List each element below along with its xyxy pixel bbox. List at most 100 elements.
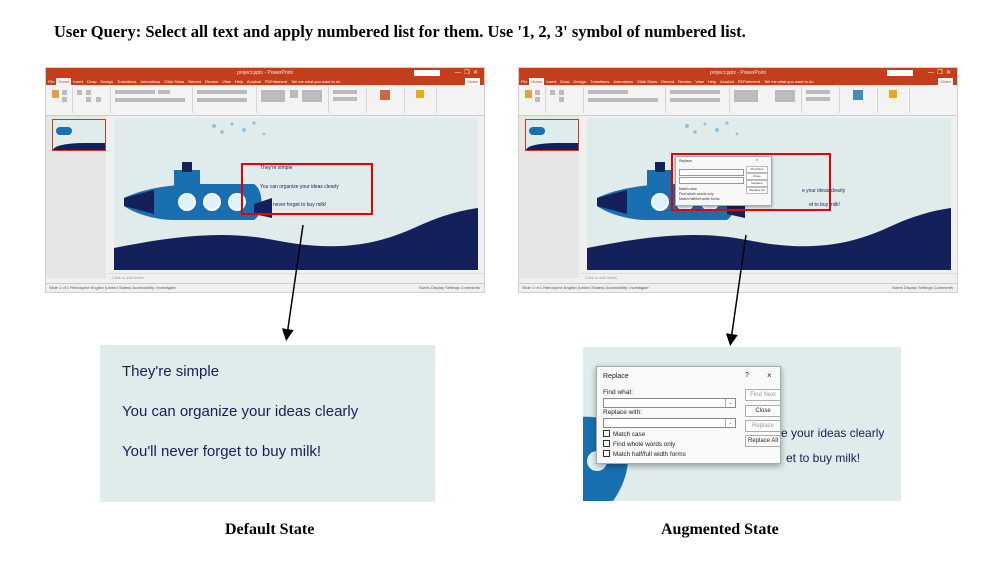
- slide-thumbnail-1[interactable]: [525, 119, 579, 151]
- cut-icon[interactable]: [535, 90, 540, 95]
- mini-replace-button[interactable]: Replace: [746, 180, 768, 187]
- chevron-down-icon[interactable]: ⌄: [725, 399, 735, 407]
- shapes-gallery[interactable]: [261, 90, 285, 102]
- zoom-line-3[interactable]: You'll never forget to buy milk!: [122, 443, 322, 460]
- align-icons[interactable]: [670, 98, 720, 102]
- tell-me-box[interactable]: Tell me what you want to do: [764, 79, 814, 84]
- tab-design[interactable]: Design: [573, 79, 586, 84]
- tab-review[interactable]: Review: [205, 79, 219, 84]
- list-icons[interactable]: [197, 90, 247, 94]
- replace-icon[interactable]: [333, 97, 357, 101]
- tab-record[interactable]: Record: [188, 79, 202, 84]
- adobe-group[interactable]: [368, 87, 405, 113]
- help-icon[interactable]: ?: [745, 372, 749, 379]
- slide-canvas[interactable]: They're simple You can organize your ide…: [114, 118, 478, 270]
- slide-partial-line-3[interactable]: et to buy milk!: [809, 202, 840, 208]
- font-size-box[interactable]: [158, 90, 170, 94]
- paste-icon[interactable]: [52, 90, 59, 98]
- tab-acrobat[interactable]: Acrobat: [247, 79, 261, 84]
- replace-icon[interactable]: [806, 97, 830, 101]
- new-slide-icon[interactable]: [77, 90, 82, 95]
- layout-icon[interactable]: [559, 90, 564, 95]
- close-icon[interactable]: ×: [767, 371, 772, 380]
- tab-view[interactable]: View: [222, 79, 231, 84]
- checkbox-icon[interactable]: [603, 430, 610, 437]
- checkbox-icon[interactable]: [603, 450, 610, 457]
- tab-animations[interactable]: Animations: [613, 79, 634, 84]
- addins-group[interactable]: [406, 87, 437, 113]
- tab-insert[interactable]: Insert: [73, 79, 84, 84]
- tab-record[interactable]: Record: [661, 79, 675, 84]
- paragraph-group[interactable]: [194, 87, 257, 113]
- clipboard-group[interactable]: [48, 87, 73, 113]
- arrange-icon[interactable]: [290, 90, 298, 98]
- tab-animations[interactable]: Animations: [140, 79, 161, 84]
- addins-icon[interactable]: [889, 90, 897, 98]
- slide-line-1[interactable]: They're simple: [260, 165, 293, 171]
- find-icon[interactable]: [806, 90, 830, 94]
- reset-icon[interactable]: [86, 97, 91, 102]
- create-pdf-icon[interactable]: [853, 90, 863, 100]
- list-icons[interactable]: [670, 90, 720, 94]
- tab-home[interactable]: Home: [56, 78, 72, 85]
- font-group[interactable]: [112, 87, 193, 113]
- zoom-line-2[interactable]: You can organize your ideas clearly: [122, 403, 359, 420]
- share-button[interactable]: Share: [465, 78, 480, 85]
- tab-view[interactable]: View: [695, 79, 704, 84]
- half-full-width-checkbox[interactable]: Match half/full width forms: [603, 450, 686, 458]
- tab-review[interactable]: Review: [678, 79, 692, 84]
- slides-group[interactable]: [547, 87, 584, 113]
- account-box[interactable]: [887, 70, 913, 76]
- close-button[interactable]: Close: [745, 405, 781, 417]
- tab-slideshow[interactable]: Slide Show: [637, 79, 658, 84]
- chevron-down-icon[interactable]: ⌄: [725, 419, 735, 427]
- account-box[interactable]: [414, 70, 440, 76]
- copy-icon[interactable]: [62, 97, 67, 102]
- paragraph-group[interactable]: [667, 87, 730, 113]
- replace-all-button[interactable]: Replace All: [745, 435, 781, 447]
- tab-slideshow[interactable]: Slide Show: [164, 79, 185, 84]
- mini-replace-all-button[interactable]: Replace All: [746, 187, 768, 194]
- tab-draw[interactable]: Draw: [560, 79, 570, 84]
- zoom-line-1[interactable]: They're simple: [122, 363, 220, 380]
- find-what-input[interactable]: ⌄: [603, 398, 736, 408]
- match-case-checkbox[interactable]: Match case: [603, 430, 645, 438]
- tell-me-box[interactable]: Tell me what you want to do: [291, 79, 341, 84]
- tab-pdfelement[interactable]: PDFelement: [264, 79, 288, 84]
- status-right[interactable]: Notes Display Settings Comments: [419, 285, 480, 290]
- layout-icon[interactable]: [86, 90, 91, 95]
- tab-file[interactable]: File: [48, 79, 55, 84]
- tab-home[interactable]: Home: [529, 78, 545, 85]
- paste-icon[interactable]: [525, 90, 532, 98]
- section-icon[interactable]: [96, 97, 101, 102]
- find-next-button[interactable]: Find Next: [745, 389, 781, 401]
- checkbox-icon[interactable]: [603, 440, 610, 447]
- zoom-partial-line-2[interactable]: e your ideas clearly: [781, 426, 885, 440]
- mini-check-3[interactable]: Match half/full width forms: [679, 197, 720, 201]
- tab-help[interactable]: Help: [707, 79, 717, 84]
- tab-pdfelement[interactable]: PDFelement: [737, 79, 761, 84]
- share-button[interactable]: Share: [938, 78, 953, 85]
- window-controls[interactable]: — ❐ ✕: [927, 70, 951, 76]
- tab-transitions[interactable]: Transitions: [589, 79, 610, 84]
- clipboard-group[interactable]: [521, 87, 546, 113]
- notes-pane[interactable]: Click to add notes: [581, 273, 957, 281]
- tab-insert[interactable]: Insert: [546, 79, 557, 84]
- mini-check-2[interactable]: Find whole words only: [679, 192, 714, 196]
- slide-line-2[interactable]: You can organize your ideas clearly: [260, 184, 339, 190]
- editing-group[interactable]: [803, 87, 840, 113]
- drawing-group[interactable]: [731, 87, 802, 113]
- quick-styles-icon[interactable]: [775, 90, 795, 102]
- slide-thumbnail-1[interactable]: [52, 119, 106, 151]
- window-controls[interactable]: — ❐ ✕: [454, 70, 478, 76]
- font-name-box[interactable]: [115, 90, 155, 94]
- status-right[interactable]: Notes Display Settings Comments: [892, 285, 953, 290]
- tab-help[interactable]: Help: [234, 79, 244, 84]
- tab-draw[interactable]: Draw: [87, 79, 97, 84]
- addins-icon[interactable]: [416, 90, 424, 98]
- zoom-partial-line-3[interactable]: et to buy milk!: [786, 451, 861, 465]
- editing-group[interactable]: [330, 87, 367, 113]
- mini-find-next-button[interactable]: Find Next: [746, 166, 768, 173]
- slide-canvas[interactable]: e your ideas clearly et to buy milk! Rep…: [587, 118, 951, 270]
- slide-line-3[interactable]: You'll never forget to buy milk!: [260, 202, 327, 208]
